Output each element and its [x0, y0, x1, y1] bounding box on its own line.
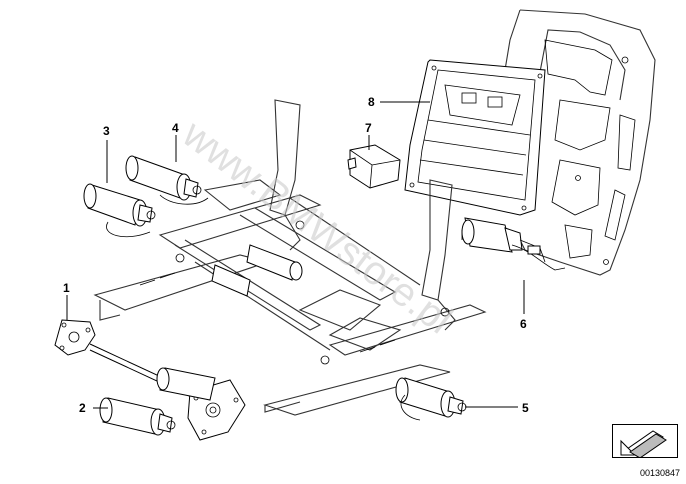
seat-backrest-frame [504, 9, 656, 276]
motor-part-3 [83, 183, 156, 238]
diagram-number: 00130847 [639, 468, 680, 478]
label-part-5: 5 [522, 401, 529, 415]
leader-lines [66, 101, 525, 409]
relay-part-7 [347, 144, 401, 189]
motor-part-4 [125, 155, 209, 205]
seat-base-frame [93, 99, 487, 416]
orientation-arrow-box [612, 424, 678, 459]
arrow-icon [620, 430, 667, 459]
label-part-2: 2 [79, 401, 86, 415]
label-part-7: 7 [365, 121, 372, 135]
label-part-8: 8 [368, 95, 375, 109]
label-part-3: 3 [103, 124, 110, 138]
motor-part-5 [395, 377, 467, 421]
lumbar-support-panel [404, 59, 546, 216]
label-part-1: 1 [63, 281, 70, 295]
label-part-6: 6 [520, 317, 527, 331]
gear-bracket-lower [156, 367, 246, 441]
label-part-4: 4 [172, 121, 179, 135]
motor-part-2 [99, 397, 176, 436]
motor-part-6 [461, 217, 566, 271]
